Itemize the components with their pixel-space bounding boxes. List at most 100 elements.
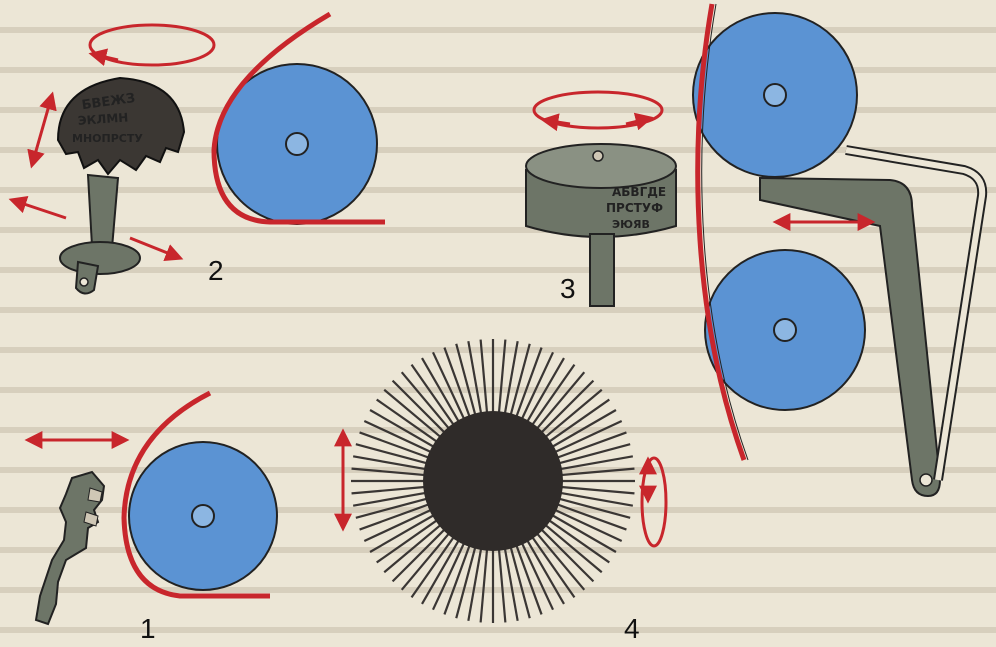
typeball-head: [56, 76, 186, 176]
daisywheel-petal: [400, 526, 456, 591]
figure-label-3: 3: [560, 273, 576, 304]
daisywheel-petal: [502, 539, 519, 622]
daisywheel-petal: [443, 347, 474, 425]
daisywheel-petal: [359, 500, 437, 531]
print-hammer-wire-inner: [845, 147, 986, 481]
daisywheel-petal: [544, 510, 617, 553]
rotation-arrow-head: [88, 48, 119, 67]
figure-4-daisywheel: 4: [334, 339, 668, 644]
daisywheel-petal: [502, 340, 519, 423]
daisywheel-petal: [467, 539, 484, 622]
daisywheel-petal: [369, 409, 442, 452]
rotation-arrow: [532, 90, 664, 130]
daisywheel-petal: [391, 522, 452, 583]
move-arrow: [8, 196, 67, 220]
daisywheel-petal: [352, 490, 435, 507]
typeball-letters-2: ЭКЛМН: [77, 110, 128, 127]
daisywheel-petal: [507, 538, 531, 619]
daisywheel-petal: [512, 347, 543, 425]
figure-1-platen: [121, 390, 278, 599]
figure-label-1: 1: [140, 613, 156, 644]
paper-sheet: [211, 11, 385, 225]
daisywheel-petal: [507, 343, 531, 424]
tilt-arrow: [27, 91, 57, 169]
daisywheel-petal: [376, 398, 445, 448]
typeball-foot: [74, 260, 100, 295]
figure-2-platen: [211, 11, 385, 225]
typeball-stem: [86, 173, 120, 250]
daisywheel-petal: [410, 364, 460, 433]
drum-pin: [592, 150, 604, 162]
daisywheel-petal: [479, 540, 489, 623]
daisywheel-petal: [455, 538, 479, 619]
daisywheel-petal: [467, 340, 484, 423]
daisywheel-petal: [546, 419, 623, 457]
daisywheel-petal: [551, 455, 634, 472]
typeball-base: [59, 241, 141, 275]
figure-1-typebar: 1: [24, 431, 156, 644]
daisywheel-petals: [351, 339, 635, 623]
daisywheel-petal: [351, 485, 434, 495]
daisywheel-hub: [423, 411, 563, 551]
daisywheel-petal: [522, 532, 565, 605]
figure-label-2: 2: [208, 255, 224, 286]
figure-3-drum: АБВГДЕ ПРСТУФ ЭЮЯВ 3: [525, 90, 677, 307]
figure-2-typeball: БВЕЖЗ ЭКЛМН МНОПРСТУ 2: [8, 23, 224, 295]
daisywheel-petal: [538, 388, 603, 444]
figure-label-4: 4: [624, 613, 640, 644]
foot-hole: [79, 277, 89, 287]
platen-axle: [285, 132, 309, 156]
rotation-arrow: [88, 23, 216, 67]
move-arrow: [129, 236, 184, 262]
daisywheel-petal: [383, 388, 448, 444]
daisywheel-petal: [534, 522, 595, 583]
daisywheel-petal: [551, 490, 634, 507]
daisywheel-petal: [497, 339, 507, 422]
figure-right-rollers: [692, 3, 988, 498]
daisywheel-petal: [443, 537, 474, 615]
typeball-letters-1: БВЕЖЗ: [81, 91, 136, 113]
drum-letters-1: АБВГДЕ: [612, 185, 666, 199]
daisywheel-petal: [549, 500, 627, 531]
drum-shaft: [589, 233, 615, 307]
daisywheel-petal: [552, 467, 635, 477]
daisywheel-petal: [550, 443, 631, 467]
daisywheel-petal: [391, 379, 452, 440]
daisywheel-petal: [352, 455, 435, 472]
typeball-letters-3: МНОПРСТУ: [72, 132, 143, 145]
daisywheel-petal: [369, 510, 442, 553]
daisywheel-petal: [431, 534, 469, 611]
daisywheel-petal: [517, 534, 555, 611]
daisywheel-petal: [359, 431, 437, 462]
daisywheel-petal: [526, 364, 576, 433]
daisywheel-petal: [541, 398, 610, 448]
paper-strip-edge: [701, 3, 749, 461]
drum-letters-3: ЭЮЯВ: [612, 218, 650, 231]
daisywheel-petal: [410, 529, 460, 598]
daisywheel-petal: [400, 371, 456, 436]
lower-roller-axle: [773, 318, 797, 342]
daisywheel-petal: [522, 357, 565, 430]
daisywheel-petal: [544, 409, 617, 452]
rotation-arrow-head: [625, 112, 654, 131]
daisywheel-petal: [497, 540, 507, 623]
daisywheel-petal: [431, 351, 469, 428]
typebar-arm: [34, 470, 106, 626]
typebar-slot: [83, 511, 99, 527]
daisywheel-petal: [530, 526, 586, 591]
daisywheel-petal: [517, 351, 555, 428]
daisywheel-petal: [383, 518, 448, 574]
daisywheel-petal: [512, 537, 543, 615]
rotation-arrow-head: [540, 113, 571, 132]
daisywheel-petal: [421, 357, 464, 430]
platen-axle: [191, 504, 215, 528]
daisywheel-petal: [355, 495, 436, 519]
daisywheel-petal: [550, 495, 631, 519]
daisywheel-petal: [376, 514, 445, 564]
drum-top: [525, 143, 677, 189]
daisywheel-petal: [541, 514, 610, 564]
typebar-slot: [87, 487, 103, 503]
print-hammer-bar: [759, 176, 942, 498]
daisywheel-petal: [455, 343, 479, 424]
